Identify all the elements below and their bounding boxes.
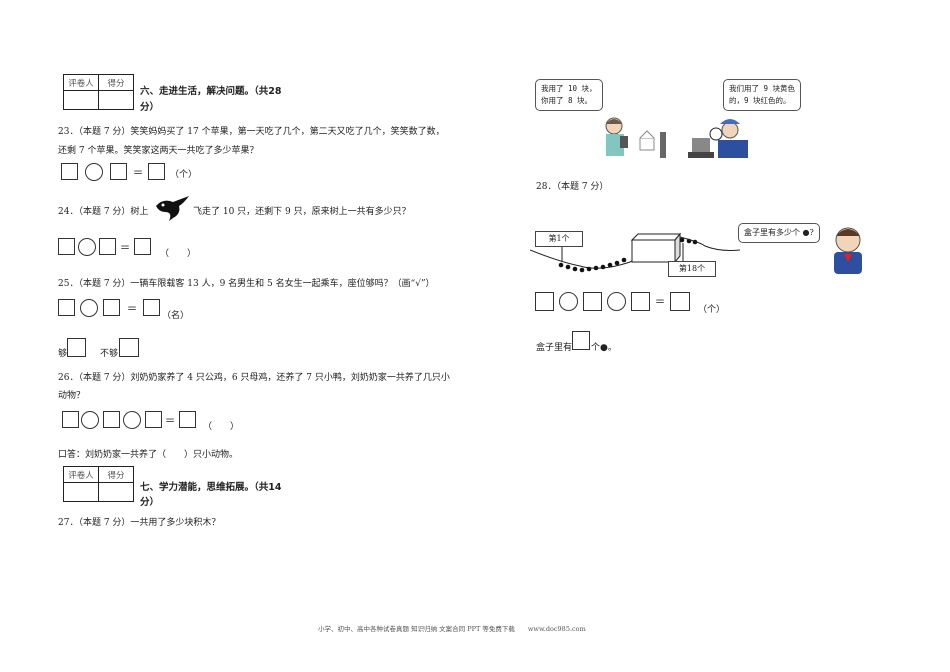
bead-string-illustration — [530, 227, 862, 274]
operator-circle[interactable] — [81, 411, 99, 429]
answer-box[interactable] — [110, 163, 127, 180]
score-header: 得分 — [98, 466, 134, 483]
section7-title: 七、学力潜能，思维拓展。（共14 — [140, 482, 282, 493]
bird-icon — [156, 196, 189, 221]
unit-label: （个） — [698, 305, 726, 315]
answer-box[interactable] — [62, 411, 79, 428]
result-box[interactable] — [179, 411, 196, 428]
unit-label: （个） — [170, 170, 198, 180]
unit-label: （名） — [162, 311, 190, 321]
score-header: 得分 — [98, 74, 134, 91]
score-table: 评卷人得分 — [63, 466, 134, 502]
operator-circle[interactable] — [559, 292, 578, 311]
q24-text: 24．（本题 7 分）树上 — [58, 207, 149, 217]
answer-box[interactable] — [145, 411, 162, 428]
18th-bead-label: 第18个 — [668, 261, 716, 277]
score-cell[interactable] — [98, 90, 134, 110]
not-enough-label: 不够 — [100, 349, 119, 359]
boy-speech-bubble: 我们用了 9 块黄色 的，9 块红色的。 — [723, 79, 802, 111]
enough-checkbox[interactable] — [67, 338, 86, 357]
equals-sign: = — [127, 301, 138, 315]
equals-sign: = — [655, 294, 666, 308]
result-box[interactable] — [143, 299, 160, 316]
enough-label: 够 — [58, 349, 68, 359]
operator-circle[interactable] — [78, 238, 96, 256]
result-box[interactable] — [670, 292, 690, 311]
q28-answer-prefix: 盒子里有 — [536, 343, 573, 353]
q28-text: 28．（本题 7 分） — [536, 182, 609, 192]
girl-speech-bubble: 我用了 10 块， 你用了 8 块。 — [535, 79, 603, 111]
equals-sign: = — [133, 165, 144, 179]
q26-text-2: 动物？ — [58, 391, 86, 401]
score-table: 评卷人得分 — [63, 74, 134, 110]
section6-title-cont: 分） — [140, 102, 160, 113]
answer-box[interactable] — [583, 292, 602, 311]
q23-text-2: 还剩 7 个苹果。笑笑家这两天一共吃了多少苹果？ — [58, 146, 259, 156]
q28-answer-suffix: 个●。 — [591, 343, 617, 353]
grader-cell[interactable] — [63, 482, 99, 502]
answer-box[interactable] — [58, 299, 75, 316]
equals-sign: = — [165, 413, 176, 427]
blocks-illustration — [605, 117, 748, 158]
grader-header: 评卷人 — [63, 74, 99, 91]
page-footer: 小学、初中、高中各种试卷真题 知识归纳 文案合同 PPT 等免费下载 www.d… — [318, 625, 586, 633]
grader-cell[interactable] — [63, 90, 99, 110]
answer-box[interactable] — [572, 331, 590, 350]
unit-label: （ ） — [160, 249, 197, 259]
operator-circle[interactable] — [80, 299, 98, 317]
operator-circle[interactable] — [607, 292, 626, 311]
q26-text: 26．（本题 7 分）刘奶奶家养了 4 只公鸡，6 只母鸡，还养了 7 只小鸭，… — [58, 373, 450, 383]
result-box[interactable] — [148, 163, 165, 180]
unit-label: （ ） — [203, 422, 240, 432]
q27-text: 27．（本题 7 分）一共用了多少块积木？ — [58, 518, 221, 528]
answer-box[interactable] — [99, 238, 116, 255]
section7-title-cont: 分） — [140, 497, 160, 508]
answer-box[interactable] — [58, 238, 75, 255]
operator-circle[interactable] — [85, 163, 103, 181]
score-cell[interactable] — [98, 482, 134, 502]
result-box[interactable] — [134, 238, 151, 255]
answer-box[interactable] — [631, 292, 650, 311]
grader-header: 评卷人 — [63, 466, 99, 483]
answer-box[interactable] — [103, 299, 120, 316]
q25-text: 25．（本题 7 分）一辆车限载客 13 人，9 名男生和 5 名女生一起乘车，… — [58, 279, 435, 289]
q24-text-2: 飞走了 10 只，还剩下 9 只，原来树上一共有多少只？ — [193, 207, 411, 217]
equals-sign: = — [120, 240, 131, 254]
answer-box[interactable] — [103, 411, 120, 428]
answer-box[interactable] — [535, 292, 554, 311]
boy-question-bubble: 盒子里有多少个 ●? — [738, 223, 820, 243]
q26-answer: 口答：刘奶奶家一共养了（ ）只小动物。 — [58, 450, 239, 460]
section6-title: 六、走进生活，解决问题。（共28 — [140, 86, 282, 97]
first-bead-label: 第1个 — [535, 231, 583, 247]
operator-circle[interactable] — [123, 411, 141, 429]
answer-box[interactable] — [61, 163, 78, 180]
not-enough-checkbox[interactable] — [119, 338, 139, 357]
q23-text: 23．（本题 7 分）笑笑妈妈买了 17 个苹果，第一天吃了几个，第二天又吃了几… — [58, 127, 445, 137]
